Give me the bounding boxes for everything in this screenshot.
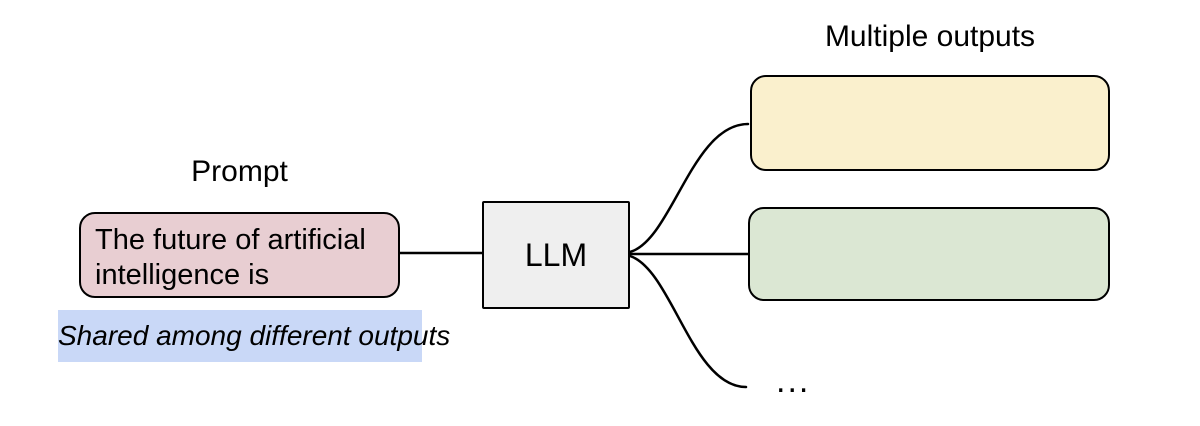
connector-llm-to-output-1 — [628, 122, 750, 254]
llm-box: LLM — [482, 201, 630, 309]
connector-llm-to-ellipsis — [628, 254, 748, 389]
multiple-outputs-label: Multiple outputs — [824, 20, 1036, 53]
outputs-ellipsis: ... — [776, 362, 811, 400]
prompt-text-line-2: intelligence is — [95, 259, 270, 291]
prompt-text-line-1: The future of artificial — [95, 224, 366, 256]
llm-label: LLM — [524, 236, 588, 273]
prompt-box: The future of artificial intelligence is — [79, 212, 400, 298]
prompt-label: Prompt — [191, 155, 288, 188]
output-box-2 — [748, 207, 1110, 301]
prompt-shared-note: Shared among different outputs — [58, 310, 450, 362]
output-box-1 — [750, 75, 1110, 171]
